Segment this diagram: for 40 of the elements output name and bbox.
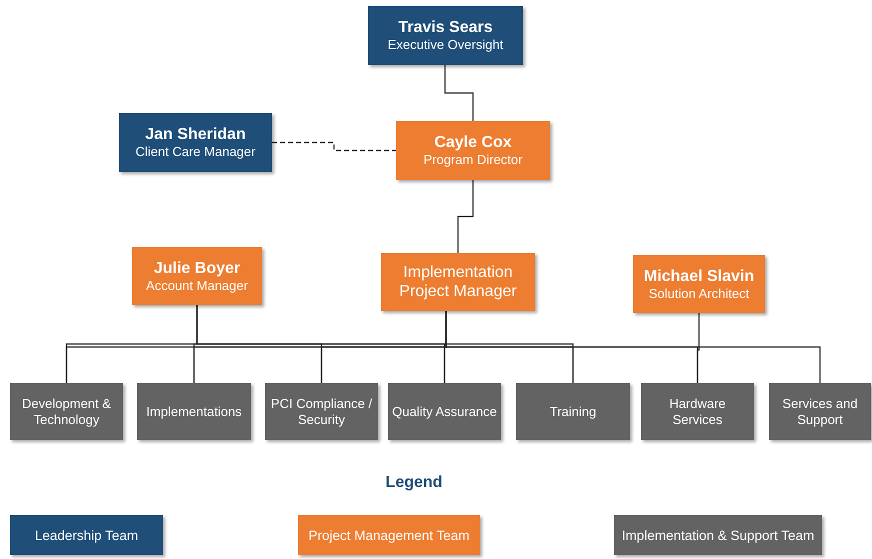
- legend-title: Legend: [384, 474, 444, 492]
- manager-box: [381, 253, 535, 311]
- leadership-box: [119, 113, 272, 172]
- team-box: [769, 383, 871, 440]
- legend-text: Leadership Team: [34, 528, 138, 542]
- role-title: Account Manager: [146, 278, 248, 294]
- person-name: Travis Sears: [398, 18, 493, 38]
- team-box: [388, 383, 501, 440]
- role-title: Solution Architect: [648, 286, 750, 302]
- person-name: Jan Sheridan: [145, 125, 246, 144]
- unit-name: Quality Assurance: [392, 404, 497, 420]
- dashed-connector: [272, 142, 396, 152]
- unit-name: Implementation Project Manager: [398, 262, 518, 302]
- person-name: Michael Slavin: [644, 266, 754, 286]
- manager-box: [633, 255, 765, 313]
- unit-name: Hardware Services: [668, 396, 727, 428]
- legend-text: Implementation & Support Team: [622, 528, 814, 542]
- team-box: [10, 383, 123, 440]
- connector-line: [445, 311, 821, 383]
- unit-name: PCI Compliance / Security: [270, 396, 374, 428]
- team-box: [641, 383, 754, 440]
- manager-box: [396, 121, 550, 180]
- unit-name: Development & Technology: [21, 396, 112, 428]
- connector-line: [457, 180, 474, 253]
- person-name: Cayle Cox: [434, 133, 512, 152]
- connector-line: [444, 65, 474, 121]
- person-name: Julie Boyer: [154, 258, 240, 278]
- connector-line: [696, 313, 700, 383]
- role-title: Client Care Manager: [136, 144, 256, 160]
- team-box: [137, 383, 251, 440]
- unit-name: Services and Support: [781, 396, 859, 428]
- team-box: [265, 383, 378, 440]
- role-title: Executive Oversight: [388, 37, 504, 53]
- team-box: [516, 383, 630, 440]
- manager-box: [132, 247, 262, 305]
- role-title: Program Director: [424, 152, 522, 168]
- unit-name: Implementations: [146, 404, 242, 420]
- legend-text: Project Management Team: [308, 528, 470, 542]
- unit-name: Training: [550, 404, 596, 420]
- leadership-box: [368, 6, 523, 65]
